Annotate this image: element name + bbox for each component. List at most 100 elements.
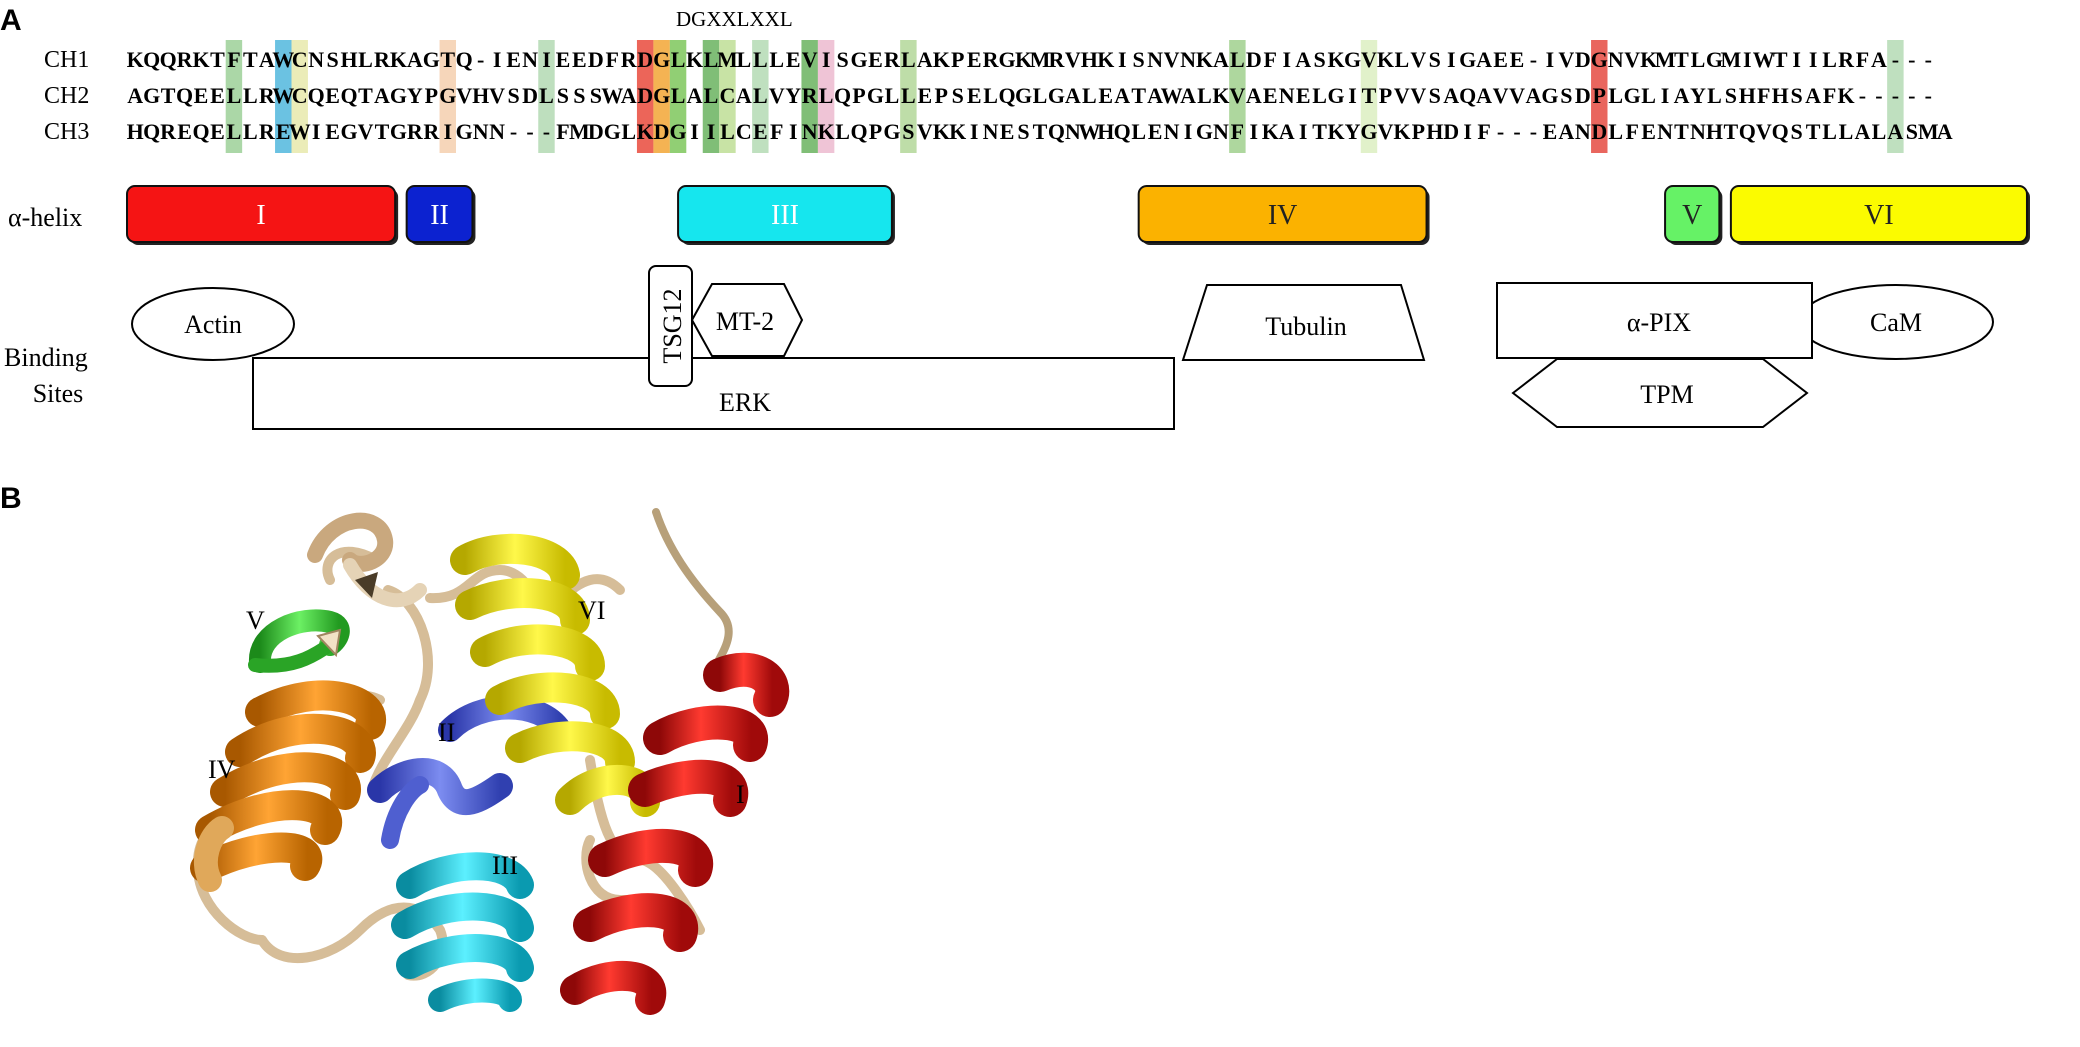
residue: F: [606, 47, 619, 72]
residue: I: [1282, 47, 1291, 72]
residue: H: [127, 119, 144, 144]
residue: N: [802, 119, 818, 144]
conservation-column: [275, 40, 292, 153]
residue: -: [1497, 119, 1504, 144]
residue: Q: [1114, 119, 1131, 144]
residue: D: [522, 83, 538, 108]
residue: A: [1443, 83, 1459, 108]
residue: -: [526, 119, 533, 144]
residue: I: [1792, 47, 1801, 72]
residue: S: [952, 83, 964, 108]
residue: I: [707, 119, 716, 144]
residue: T: [358, 83, 373, 108]
residue: L: [1033, 83, 1048, 108]
residue: Q: [192, 119, 209, 144]
residue: W: [1078, 119, 1100, 144]
residue: K: [1393, 119, 1410, 144]
residue: W: [272, 83, 294, 108]
residue: E: [325, 83, 340, 108]
panel-a-label: A: [0, 4, 22, 37]
residue: Q: [456, 47, 473, 72]
residue: A: [1065, 83, 1081, 108]
actin-label: Actin: [184, 310, 242, 339]
residue: G: [1541, 83, 1558, 108]
residue: K: [1377, 47, 1394, 72]
residue: G: [653, 83, 670, 108]
residue: Y: [785, 83, 801, 108]
residue: L: [901, 83, 916, 108]
residue: E: [194, 83, 209, 108]
helix-box-vi: VI: [1729, 185, 2030, 245]
residue: S: [557, 83, 569, 108]
residue: V: [1065, 47, 1081, 72]
residue: G: [390, 83, 407, 108]
residue: Q: [341, 83, 358, 108]
residue: K: [1328, 119, 1345, 144]
residue: C: [736, 119, 752, 144]
residue: K: [1328, 47, 1345, 72]
residue: A: [1558, 119, 1574, 144]
residue: V: [1509, 83, 1525, 108]
residue: M: [717, 47, 738, 72]
residue: Q: [999, 83, 1016, 108]
residue: L: [358, 47, 373, 72]
residue: G: [653, 47, 670, 72]
residue: T: [1806, 119, 1821, 144]
residue: V: [1394, 83, 1410, 108]
helix-box-i: I: [126, 185, 399, 245]
residue: V: [489, 83, 505, 108]
residue: F: [1231, 119, 1244, 144]
residue: L: [1312, 83, 1327, 108]
panel-b-label: B: [0, 482, 22, 515]
residue: I: [443, 119, 452, 144]
residue: N: [1164, 119, 1180, 144]
residue: M: [1720, 47, 1741, 72]
residue: Q: [160, 47, 177, 72]
residue: A: [621, 83, 637, 108]
cam-label: CaM: [1870, 308, 1922, 337]
residue: S: [1906, 119, 1918, 144]
residue: R: [1838, 47, 1855, 72]
residue: I: [1184, 119, 1193, 144]
residue: K: [933, 119, 950, 144]
residue: G: [390, 119, 407, 144]
sequence-name: CH3: [44, 119, 89, 145]
conservation-column: [1360, 40, 1378, 153]
residue: F: [1823, 83, 1836, 108]
residue: F: [1264, 47, 1277, 72]
binding-site-cam: CaM: [1798, 284, 1994, 360]
residue: V: [1558, 47, 1574, 72]
residue: N: [1575, 119, 1591, 144]
residue: T: [1724, 119, 1739, 144]
residue: S: [1429, 83, 1441, 108]
helix-v-ribbon: [248, 609, 350, 673]
residue: S: [1791, 119, 1803, 144]
residue: P: [1412, 119, 1425, 144]
residue: A: [687, 83, 703, 108]
residue: S: [1017, 119, 1029, 144]
tubulin-label: Tubulin: [1265, 312, 1346, 341]
residue: S: [327, 47, 339, 72]
residue: E: [177, 119, 192, 144]
residue: G: [604, 119, 621, 144]
residue: L: [1197, 83, 1212, 108]
helix-iv-ribbon: [190, 680, 386, 892]
sequence-name: CH2: [44, 83, 89, 109]
residue: N: [1608, 47, 1624, 72]
residue: I: [542, 47, 551, 72]
helix-box-v: V: [1664, 185, 1723, 245]
pix-label: α-PIX: [1627, 308, 1691, 337]
residue: R: [884, 47, 901, 72]
residue: V: [917, 119, 933, 144]
conservation-column: [636, 40, 654, 153]
residue: W: [601, 83, 623, 108]
residue: D: [637, 83, 653, 108]
residue: T: [1131, 83, 1146, 108]
residue: Y: [1690, 83, 1706, 108]
residue: F: [1625, 119, 1638, 144]
residue: H: [1706, 119, 1723, 144]
residue: C: [292, 47, 308, 72]
residue: I: [1118, 47, 1127, 72]
